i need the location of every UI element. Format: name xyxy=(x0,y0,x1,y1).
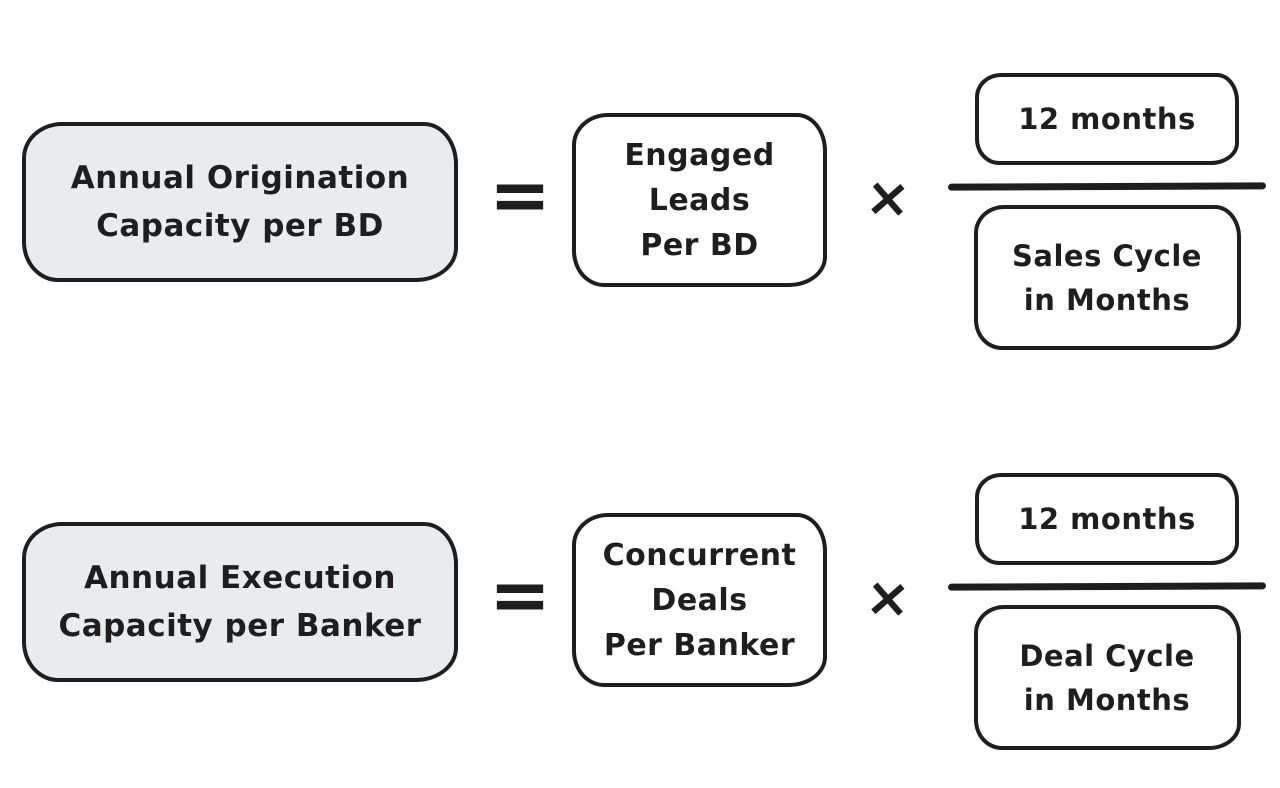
factor-box-concurrent-deals: Concurrent Deals Per Banker xyxy=(572,513,827,687)
denominator-line: Sales Cycle xyxy=(1012,238,1202,273)
numerator-label: 12 months xyxy=(1018,502,1196,536)
equals-sign: = xyxy=(488,152,551,238)
factor-line: Engaged xyxy=(624,137,775,173)
result-line: Annual Execution xyxy=(84,560,396,596)
result-line: Annual Origination xyxy=(70,160,410,196)
result-box-execution: Annual Execution Capacity per Banker xyxy=(22,522,458,682)
denominator-box-deal-cycle: Deal Cycle in Months xyxy=(973,605,1241,750)
multiply-sign: × xyxy=(863,563,913,631)
fraction-bar xyxy=(947,582,1267,591)
result-line: Capacity per BD xyxy=(96,208,384,244)
multiply-sign: × xyxy=(863,163,913,231)
equals-sign: = xyxy=(488,552,551,638)
factor-line: Leads xyxy=(648,182,751,218)
fraction-bar xyxy=(947,182,1267,191)
factor-box-engaged-leads: Engaged Leads Per BD xyxy=(572,113,827,287)
fraction-origination: 12 months Sales Cycle in Months xyxy=(947,73,1267,350)
result-box-origination: Annual Origination Capacity per BD xyxy=(22,122,458,282)
factor-line: Per BD xyxy=(640,227,759,263)
denominator-box-sales-cycle: Sales Cycle in Months xyxy=(973,205,1241,350)
denominator-line: in Months xyxy=(1023,282,1191,317)
numerator-box-12-months: 12 months xyxy=(975,73,1239,165)
factor-line: Concurrent xyxy=(602,537,797,573)
factor-line: Per Banker xyxy=(603,627,796,663)
numerator-box-12-months: 12 months xyxy=(975,473,1239,565)
result-line: Capacity per Banker xyxy=(58,608,422,644)
denominator-line: in Months xyxy=(1023,682,1191,717)
fraction-execution: 12 months Deal Cycle in Months xyxy=(947,473,1267,750)
numerator-label: 12 months xyxy=(1018,102,1196,136)
factor-line: Deals xyxy=(651,582,748,618)
denominator-line: Deal Cycle xyxy=(1019,638,1195,673)
